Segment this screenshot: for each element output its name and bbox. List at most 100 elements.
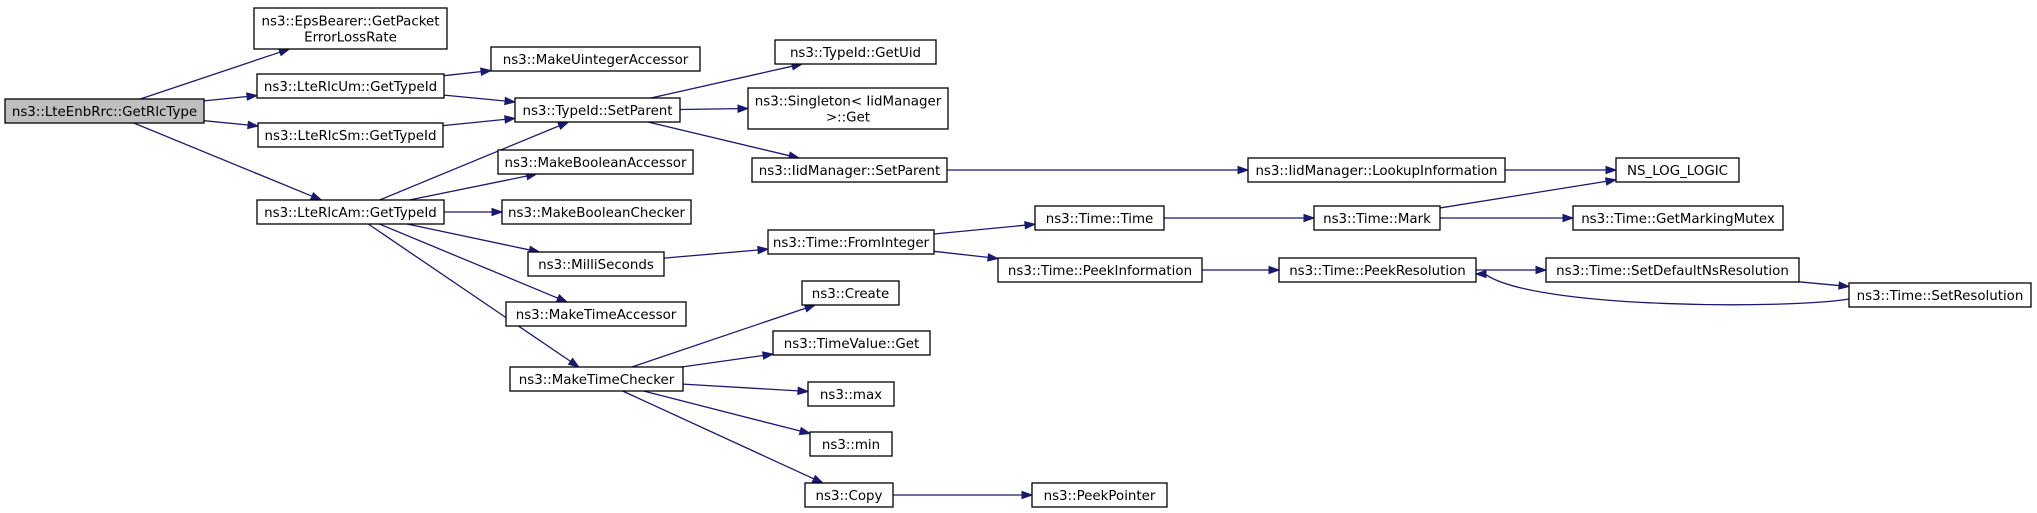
node-label: ns3::LteRlcUm::GetTypeId: [264, 80, 437, 95]
node-am[interactable]: ns3::LteRlcAm::GetTypeId: [256, 199, 445, 225]
node-box: [801, 280, 900, 306]
node-box: [772, 330, 931, 356]
node-milli[interactable]: ns3::MilliSeconds: [527, 251, 665, 277]
edge-am-to-timeacc: [379, 223, 559, 299]
edge-root-to-sm: [203, 120, 249, 126]
node-label: ns3::Time::FromInteger: [773, 236, 930, 251]
node-label: ns3::IidManager::SetParent: [759, 164, 941, 179]
node-box: [1572, 205, 1784, 231]
edge-setres-to-peekres: [1485, 274, 1850, 306]
edge-am-to-booleanacc: [409, 175, 528, 201]
node-label: ns3::TimeValue::Get: [784, 337, 919, 352]
arrowhead: [1535, 265, 1548, 275]
node-getmarking[interactable]: ns3::Time::GetMarkingMutex: [1572, 205, 1784, 231]
arrowhead: [504, 96, 517, 106]
node-box: [767, 229, 935, 255]
edge-setparent-to-singleton: [679, 107, 739, 111]
arrowhead: [737, 104, 750, 113]
node-label: ns3::MakeTimeAccessor: [516, 308, 677, 323]
edge-am-to-timechk: [367, 223, 571, 362]
node-box: [1031, 482, 1168, 508]
node-timetime[interactable]: ns3::Time::Time: [1034, 205, 1165, 231]
node-singleton[interactable]: ns3::Singleton< IidManager>::Get: [747, 87, 949, 130]
node-sm[interactable]: ns3::LteRlcSm::GetTypeId: [257, 122, 444, 148]
edge-setparent-to-getuid: [650, 65, 793, 99]
node-booleanacc[interactable]: ns3::MakeBooleanAccessor: [497, 149, 694, 175]
node-frominteger[interactable]: ns3::Time::FromInteger: [767, 229, 935, 255]
arrowhead: [1024, 220, 1037, 230]
node-box: [1034, 205, 1165, 231]
node-tvget[interactable]: ns3::TimeValue::Get: [772, 330, 931, 356]
node-setparent[interactable]: ns3::TypeId::SetParent: [514, 97, 681, 123]
node-mark[interactable]: ns3::Time::Mark: [1313, 205, 1441, 231]
node-box: [505, 301, 687, 327]
node-box: [257, 122, 444, 148]
arrowhead: [309, 192, 323, 201]
node-peekres[interactable]: ns3::Time::PeekResolution: [1278, 257, 1477, 283]
node-box: [1247, 157, 1506, 183]
node-label: ns3::LteRlcAm::GetTypeId: [264, 206, 437, 221]
arrowhead: [762, 351, 775, 360]
node-label: ns3::Time::PeekInformation: [1008, 264, 1192, 279]
node-box: [809, 431, 893, 457]
node-lookup[interactable]: ns3::IidManager::LookupInformation: [1247, 157, 1506, 183]
arrowhead: [247, 120, 260, 130]
node-uintacc[interactable]: ns3::MakeUintegerAccessor: [490, 46, 701, 72]
node-box: [490, 46, 701, 72]
edge-timechk-to-min: [643, 390, 801, 432]
arrowhead: [504, 115, 517, 124]
node-box: [774, 39, 937, 65]
node-label: >::Get: [826, 110, 870, 125]
node-box: [751, 157, 948, 183]
node-nslog[interactable]: NS_LOG_LOGIC: [1615, 157, 1740, 183]
edge-milli-to-frominteger: [663, 249, 759, 259]
node-timeacc[interactable]: ns3::MakeTimeAccessor: [505, 301, 687, 327]
node-booleanchk[interactable]: ns3::MakeBooleanChecker: [501, 199, 692, 225]
node-box: [497, 149, 694, 175]
node-setdefault[interactable]: ns3::Time::SetDefaultNsResolution: [1545, 257, 1800, 283]
edge-root-to-um: [203, 95, 248, 102]
node-um[interactable]: ns3::LteRlcUm::GetTypeId: [256, 73, 445, 99]
arrowhead: [987, 253, 1000, 262]
node-box: [747, 87, 949, 130]
arrowhead: [1021, 490, 1034, 500]
node-label: ns3::Singleton< IidManager: [755, 94, 942, 109]
arrowhead: [803, 304, 817, 313]
node-label: ns3::MilliSeconds: [538, 258, 654, 273]
node-box: [1313, 205, 1441, 231]
node-getuid[interactable]: ns3::TypeId::GetUid: [774, 39, 937, 65]
node-max[interactable]: ns3::max: [807, 381, 895, 407]
arrowhead: [555, 293, 569, 303]
node-copy[interactable]: ns3::Copy: [804, 482, 894, 508]
arrowhead: [480, 67, 493, 76]
node-box: [527, 251, 665, 277]
edge-um-to-uintacc: [443, 70, 482, 77]
arrowhead: [1237, 165, 1250, 175]
node-setres[interactable]: ns3::Time::SetResolution: [1848, 282, 2032, 308]
node-label: ns3::LteEnbRrc::GetRlcType: [12, 105, 197, 120]
arrowhead: [797, 386, 810, 396]
node-label: ns3::Time::Time: [1046, 212, 1154, 227]
node-label: ns3::EpsBearer::GetPacket: [262, 14, 440, 29]
node-box: [256, 73, 445, 99]
node-timechk[interactable]: ns3::MakeTimeChecker: [509, 366, 684, 392]
node-box: [997, 257, 1203, 283]
arrowhead: [567, 357, 581, 368]
node-min[interactable]: ns3::min: [809, 431, 893, 457]
node-iidsetparent[interactable]: ns3::IidManager::SetParent: [751, 157, 948, 183]
arrowhead: [1268, 265, 1281, 275]
node-label: ns3::Time::GetMarkingMutex: [1581, 212, 1775, 227]
node-box: [509, 366, 684, 392]
node-create[interactable]: ns3::Create: [801, 280, 900, 306]
node-label: ns3::TypeId::SetParent: [522, 104, 672, 119]
edge-root-to-am: [133, 122, 313, 197]
node-box: [514, 97, 681, 123]
nodes: ns3::LteEnbRrc::GetRlcType ns3::EpsBearer…: [4, 7, 2032, 508]
node-box: [807, 381, 895, 407]
node-peekptr[interactable]: ns3::PeekPointer: [1031, 482, 1168, 508]
edge-setparent-to-iidsetparent: [647, 121, 790, 157]
node-peekinfo[interactable]: ns3::Time::PeekInformation: [997, 257, 1203, 283]
node-root[interactable]: ns3::LteEnbRrc::GetRlcType: [4, 98, 205, 124]
